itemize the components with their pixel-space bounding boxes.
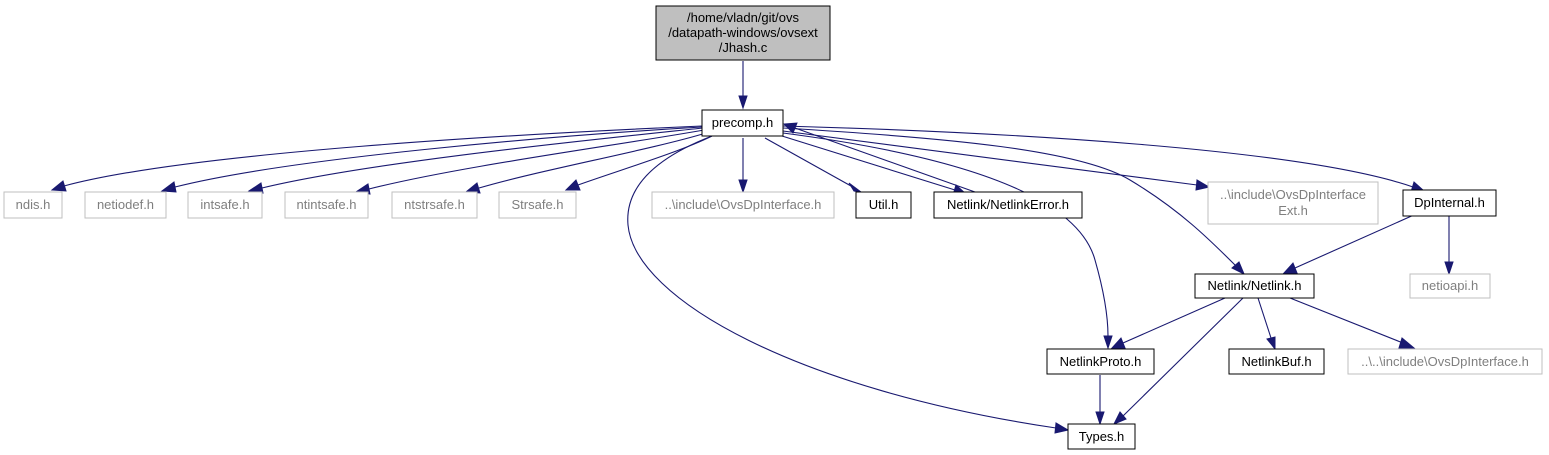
edge-netlink-error-to-precomp [782, 122, 976, 193]
node-root-jhash-c[interactable]: /home/vladn/git/ovs /datapath-windows/ov… [655, 5, 831, 61]
node-netlinkproto-h[interactable]: NetlinkProto.h [1046, 348, 1155, 375]
edge-precomp-to-types [627, 135, 1070, 434]
node-root-line-2: /datapath-windows/ovsext [668, 25, 818, 40]
node-strsafe-label: Strsafe.h [511, 197, 563, 212]
edge-dpinternal-to-netlink [1282, 209, 1426, 274]
node-netlinkbuf-h[interactable]: NetlinkBuf.h [1228, 348, 1325, 375]
node-ntintsafe-label: ntintsafe.h [297, 197, 357, 212]
edge-netlink-to-netlinkproto [1110, 297, 1226, 349]
node-util-h[interactable]: Util.h [855, 191, 912, 219]
node-include-ovsdp-ext-line-2: Ext.h [1278, 203, 1308, 218]
edge-precomp-to-ndis [50, 125, 703, 192]
node-include-ovsdpinterface-2-h: ..\..\include\OvsDpInterface.h [1347, 348, 1543, 375]
edge-precomp-to-include-ovsdp [738, 138, 748, 194]
edge-netlinkproto-to-types [1095, 375, 1105, 426]
nodes: /home/vladn/git/ovs /datapath-windows/ov… [3, 5, 1543, 450]
node-precomp-label: precomp.h [712, 115, 773, 130]
edge-netlink-to-types [1112, 297, 1244, 425]
node-netlink-h[interactable]: Netlink/Netlink.h [1194, 273, 1315, 299]
node-netioapi-label: netioapi.h [1422, 278, 1478, 293]
edge-precomp-to-ntstrsafe [464, 132, 707, 194]
node-include-ovsdp2-label: ..\..\include\OvsDpInterface.h [1361, 354, 1529, 369]
node-intsafe-h: intsafe.h [187, 191, 263, 219]
node-netlinkbuf-label: NetlinkBuf.h [1241, 354, 1311, 369]
edge-precomp-to-netlink [782, 127, 1245, 276]
node-ntstrsafe-label: ntstrsafe.h [404, 197, 465, 212]
edge-precomp-to-netlink-error [781, 135, 968, 196]
node-types-label: Types.h [1079, 429, 1125, 444]
node-ntintsafe-h: ntintsafe.h [284, 191, 369, 219]
node-precomp-h[interactable]: precomp.h [701, 109, 784, 137]
edge-netlink-to-include-ovsdp2 [1289, 297, 1416, 349]
node-ndis-h: ndis.h [3, 191, 63, 219]
edge-precomp-to-strsafe [564, 135, 713, 191]
node-netioapi-h: netioapi.h [1409, 273, 1491, 299]
node-include-ovsdp-ext-line-1: ..\include\OvsDpInterface [1220, 187, 1366, 202]
node-dpinternal-label: DpInternal.h [1414, 195, 1485, 210]
edge-precomp-to-netiodef [160, 126, 703, 193]
node-include-ovsdp-label: ..\include\OvsDpInterface.h [665, 197, 822, 212]
edge-precomp-to-netlinkproto [782, 132, 1113, 350]
edge-precomp-to-include-ovsdp-ext [782, 130, 1211, 191]
node-util-label: Util.h [869, 197, 899, 212]
node-netiodef-label: netiodef.h [97, 197, 154, 212]
node-ndis-label: ndis.h [16, 197, 51, 212]
edge-root-to-precomp [738, 61, 748, 110]
node-dpinternal-h[interactable]: DpInternal.h [1402, 189, 1497, 217]
node-root-line-3: /Jhash.c [719, 40, 768, 55]
node-netlink-label: Netlink/Netlink.h [1208, 278, 1302, 293]
node-root-line-1: /home/vladn/git/ovs [687, 10, 800, 25]
node-netiodef-h: netiodef.h [84, 191, 167, 219]
node-netlinkproto-label: NetlinkProto.h [1060, 354, 1142, 369]
node-netlink-error-h[interactable]: Netlink/NetlinkError.h [933, 191, 1083, 219]
edge-netlink-to-netlinkbuf [1257, 297, 1276, 351]
node-include-ovsdpinterface-ext-h: ..\include\OvsDpInterface Ext.h [1207, 181, 1379, 225]
node-include-ovsdpinterface-h: ..\include\OvsDpInterface.h [651, 191, 835, 219]
node-netlink-error-label: Netlink/NetlinkError.h [947, 197, 1069, 212]
node-ntstrsafe-h: ntstrsafe.h [391, 191, 478, 219]
node-strsafe-h: Strsafe.h [498, 191, 577, 219]
node-types-h[interactable]: Types.h [1067, 423, 1136, 450]
node-intsafe-label: intsafe.h [200, 197, 249, 212]
edge-dpinternal-to-netioapi [1444, 210, 1454, 276]
